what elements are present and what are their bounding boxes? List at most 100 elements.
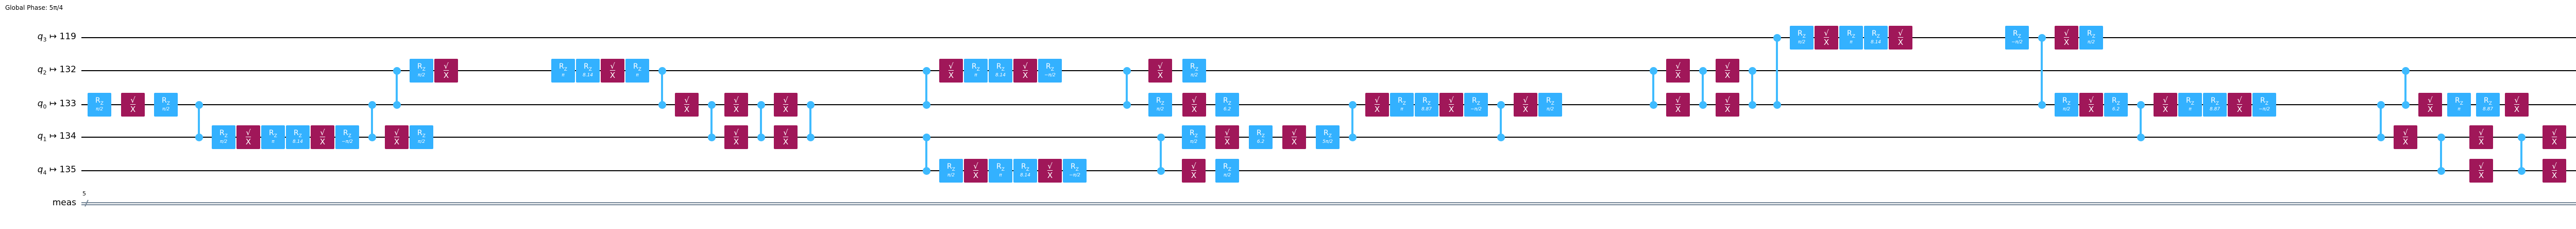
cz-connector: [710, 105, 713, 137]
sqrt-x-gate: √X: [774, 93, 798, 117]
cz-control-dot: [2038, 34, 2046, 42]
sqrt-x-gate: √X: [1666, 59, 1690, 83]
cz-control-dot: [1348, 101, 1357, 109]
cz-control-dot: [1773, 34, 1781, 42]
sqrt-x-gate: √X: [1282, 125, 1306, 149]
sqrt-x-gate: √X: [601, 59, 624, 83]
cz-connector: [925, 137, 927, 171]
global-phase-label: Global Phase: 5π/4: [5, 4, 63, 11]
sqrt-x-gate: √X: [1889, 26, 1912, 50]
cz-connector: [198, 105, 200, 137]
cz-control-dot: [658, 101, 666, 109]
cz-control-dot: [368, 133, 376, 141]
cz-control-dot: [1157, 133, 1165, 141]
sqrt-x-gate: √X: [2543, 125, 2566, 149]
wire-label: q0 ↦ 133: [37, 99, 76, 110]
sqrt-x-gate: √X: [236, 125, 260, 149]
cz-connector: [2041, 38, 2043, 105]
cz-control-dot: [922, 133, 930, 141]
sqrt-x-gate: √X: [939, 59, 963, 83]
rz-gate: RZ−π/2: [335, 125, 359, 149]
qubit-wire: [81, 37, 2576, 38]
sqrt-x-gate: √X: [1365, 93, 1389, 117]
cz-connector: [1652, 71, 1654, 105]
cz-control-dot: [1773, 101, 1781, 109]
sqrt-x-gate: √X: [2079, 93, 2103, 117]
cz-control-dot: [707, 133, 716, 141]
sqrt-x-gate: √X: [1215, 125, 1239, 149]
sqrt-x-gate: √X: [434, 59, 458, 83]
cz-control-dot: [2038, 101, 2046, 109]
sqrt-x-gate: √X: [774, 125, 798, 149]
cz-control-dot: [1748, 101, 1756, 109]
sqrt-x-gate: √X: [1148, 59, 1172, 83]
cz-control-dot: [922, 167, 930, 175]
cz-connector: [925, 71, 927, 105]
qubit-wire: [81, 104, 2576, 105]
cz-control-dot: [2377, 133, 2385, 141]
cz-control-dot: [2377, 101, 2385, 109]
cz-control-dot: [1123, 101, 1131, 109]
cz-connector: [2440, 137, 2442, 171]
cz-connector: [371, 105, 373, 137]
sqrt-x-gate: √X: [675, 93, 699, 117]
cz-connector: [2520, 137, 2522, 171]
sqrt-x-gate: √X: [2505, 93, 2529, 117]
sqrt-x-gate: √X: [2469, 159, 2493, 183]
qubit-wire: [81, 70, 2576, 71]
cz-control-dot: [368, 101, 376, 109]
rz-gate: RZ−π/2: [1464, 93, 1488, 117]
cz-control-dot: [2401, 101, 2410, 109]
meas-wire-label: meas: [52, 198, 76, 208]
cz-control-dot: [2137, 133, 2145, 141]
cz-connector: [661, 71, 663, 105]
classical-wire: [81, 202, 2576, 203]
cz-connector: [1500, 105, 1502, 137]
rz-gate: RZ−π/2: [2252, 93, 2276, 117]
sqrt-x-gate: √X: [964, 159, 988, 183]
cz-control-dot: [393, 67, 401, 75]
sqrt-x-gate: √X: [724, 125, 748, 149]
sqrt-x-gate: √X: [121, 93, 145, 117]
cz-control-dot: [1157, 167, 1165, 175]
cz-connector: [760, 105, 762, 137]
cz-connector: [1351, 105, 1353, 137]
rz-gate: RZ−π/2: [1063, 159, 1087, 183]
cz-control-dot: [757, 101, 765, 109]
wire-label: q3 ↦ 119: [37, 31, 76, 43]
cz-control-dot: [393, 101, 401, 109]
cz-connector: [2380, 105, 2382, 137]
sqrt-x-gate: √X: [2543, 159, 2566, 183]
cz-control-dot: [1348, 133, 1357, 141]
cz-connector: [1776, 38, 1778, 105]
cz-control-dot: [806, 133, 815, 141]
cz-control-dot: [2517, 133, 2526, 141]
sqrt-x-gate: √X: [2418, 93, 2442, 117]
cz-connector: [1160, 137, 1162, 171]
cz-control-dot: [1123, 67, 1131, 75]
cz-control-dot: [195, 101, 203, 109]
cz-control-dot: [1649, 101, 1657, 109]
